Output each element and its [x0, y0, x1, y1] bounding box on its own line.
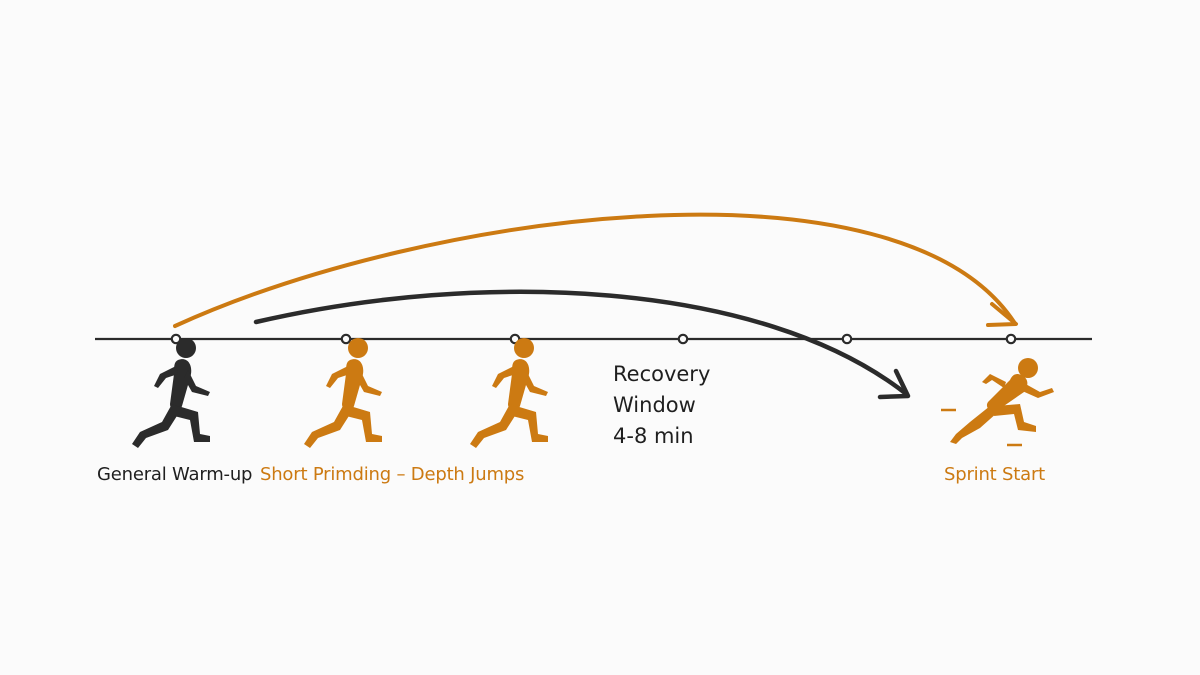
- timeline-marker: [1005, 333, 1017, 345]
- timeline-marker: [340, 333, 352, 345]
- priming-runner-1-icon: [304, 338, 382, 448]
- sprint-start-label: Sprint Start: [944, 464, 1046, 485]
- dark-arc-arrow: [253, 289, 908, 396]
- timeline-marker: [170, 333, 182, 345]
- timeline-marker: [841, 333, 853, 345]
- priming-runner-2-icon: [470, 338, 548, 448]
- short-priming-label: Short Primding – Depth Jumps: [260, 464, 525, 485]
- timeline-markers: [170, 333, 1017, 345]
- sprint-start-runner-icon: [950, 358, 1054, 444]
- general-warmup-label: General Warm-up: [97, 464, 253, 485]
- recovery-line-1: Recovery: [613, 362, 711, 386]
- dark-arrowhead-icon: [877, 368, 911, 400]
- orange-arc-arrow: [173, 212, 1016, 328]
- recovery-line-2: Window: [613, 393, 696, 417]
- orange-arrowhead-icon: [986, 302, 1018, 327]
- recovery-line-3: 4-8 min: [613, 424, 694, 448]
- recovery-window-label: Recovery Window 4-8 min: [613, 359, 710, 452]
- timeline-marker: [677, 333, 689, 345]
- general-warmup-runner-icon: [132, 338, 210, 448]
